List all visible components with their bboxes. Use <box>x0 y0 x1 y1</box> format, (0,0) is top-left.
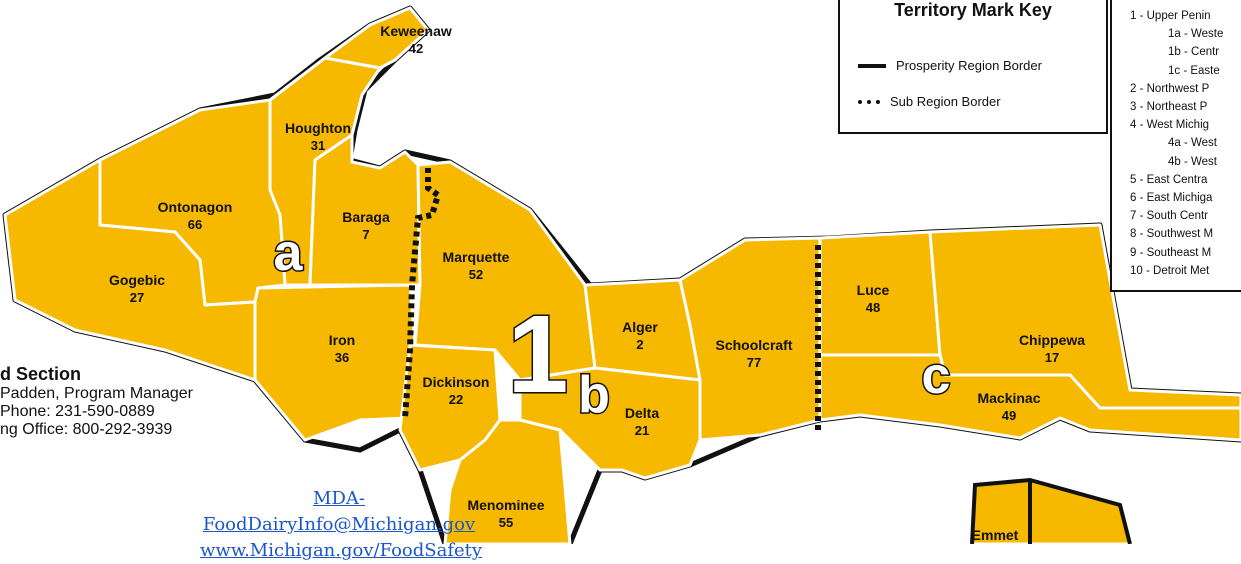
county-number-label: 52 <box>469 267 483 282</box>
region-list-item: 4a - West <box>1168 137 1217 150</box>
region-list-item: 7 - South Centr <box>1130 210 1208 223</box>
contact-line: Phone: 231-590-0889 <box>0 403 155 420</box>
county-number-label: 42 <box>409 41 423 56</box>
county-name-label: Alger <box>622 319 658 335</box>
region-list-item: 1a - Weste <box>1168 28 1224 41</box>
county-name-label: Emmet <box>972 527 1019 543</box>
territory-mark-region-1: 1 <box>507 293 568 416</box>
region-list-item: 1b - Centr <box>1168 46 1220 59</box>
region-list-item: 6 - East Michiga <box>1130 192 1213 204</box>
region-list-item: 4b - West <box>1168 155 1217 168</box>
county-number-label: 7 <box>362 227 369 242</box>
county-adjacent <box>1028 478 1132 544</box>
county-name-label: Marquette <box>443 249 510 265</box>
email-link[interactable]: MDA-FoodDairyInfo@Michigan.gov <box>202 488 476 535</box>
county-number-label: 31 <box>311 138 325 153</box>
territory-mark-sub-a: a <box>274 224 304 282</box>
county-mackinac[interactable] <box>818 353 1241 442</box>
county-name-label: Mackinac <box>977 390 1040 406</box>
legend-item-sub-region: Sub Region Border <box>858 94 1001 109</box>
contact-line: ng Office: 800-292-3939 <box>0 421 173 438</box>
county-name-label: Iron <box>329 332 355 348</box>
territory-mark-sub-c: c <box>922 347 951 405</box>
county-name-label: Ontonagon <box>158 199 233 215</box>
county-number-label: 55 <box>499 515 513 530</box>
county-number-label: 2 <box>636 337 643 352</box>
region-list-item: 10 - Detroit Met <box>1130 264 1210 277</box>
territory-mark-sub-b: b <box>578 366 610 424</box>
county-name-label: Gogebic <box>109 272 165 288</box>
prosperity-regions-list: 1 - Upper Penin 1a - Weste 1b - Centr 1c - … <box>1110 0 1241 292</box>
legend-label: Sub Region Border <box>890 94 1001 109</box>
county-name-label: Luce <box>857 282 890 298</box>
contact-block: d Section Padden, Program Manager Phone:… <box>0 364 260 439</box>
region-list-item: 8 - Southwest M <box>1130 228 1214 241</box>
county-number-label: 77 <box>747 355 761 370</box>
contact-title: d Section <box>0 364 82 384</box>
county-name-label: Houghton <box>285 120 351 136</box>
legend-title: Territory Mark Key <box>894 0 1052 20</box>
county-number-label: 48 <box>866 300 880 315</box>
county-name-label: Dickinson <box>423 374 490 390</box>
region-list-item: 1c - Easte <box>1168 64 1220 77</box>
dashed-line-icon <box>858 99 880 104</box>
county-menominee[interactable] <box>443 418 572 544</box>
county-number-label: 66 <box>188 217 202 232</box>
region-list-item: 9 - Southeast M <box>1130 246 1212 259</box>
county-name-label: Chippewa <box>1019 332 1085 348</box>
county-name-label: Keweenaw <box>380 23 452 39</box>
county-number-label: 49 <box>1002 408 1016 423</box>
county-name-label: Menominee <box>467 497 544 513</box>
county-name-label: Delta <box>625 405 659 421</box>
solid-line-icon <box>858 63 886 68</box>
territory-mark-key: Territory Mark Key Prosperity Region Bor… <box>838 0 1108 134</box>
region-list-item: 5 - East Centra <box>1130 173 1208 186</box>
legend-label: Prosperity Region Border <box>896 58 1042 73</box>
county-number-label: 17 <box>1045 350 1059 365</box>
region-list-item: 1 - Upper Penin <box>1130 10 1211 22</box>
links-block: MDA-FoodDairyInfo@Michigan.gov www.Michi… <box>200 486 483 564</box>
county-number-label: 21 <box>635 423 649 438</box>
county-name-label: Baraga <box>342 209 390 225</box>
county-schoolcraft[interactable] <box>678 236 822 442</box>
region-list-item: 4 - West Michig <box>1130 119 1210 132</box>
region-list-item: 2 - Northwest P <box>1130 82 1210 95</box>
contact-line: Padden, Program Manager <box>0 385 193 402</box>
region-list-item: 3 - Northeast P <box>1130 101 1208 113</box>
legend-item-prosperity: Prosperity Region Border <box>858 58 1042 73</box>
county-number-label: 36 <box>335 350 349 365</box>
website-link[interactable]: www.Michigan.gov/FoodSafety <box>200 540 483 561</box>
county-name-label: Schoolcraft <box>715 337 792 353</box>
county-number-label: 27 <box>130 290 144 305</box>
county-number-label: 22 <box>449 392 463 407</box>
sub-region-border-west-central <box>402 168 442 419</box>
